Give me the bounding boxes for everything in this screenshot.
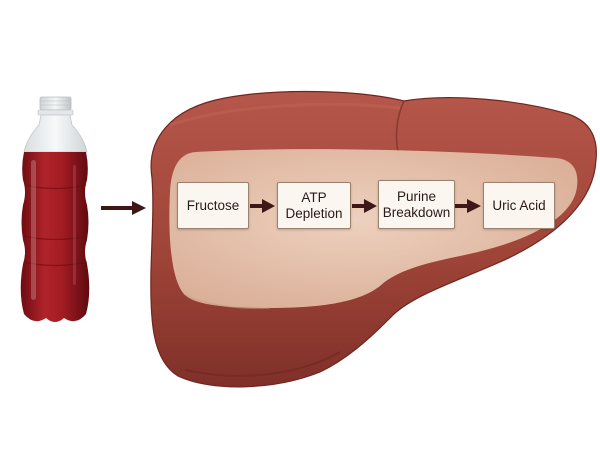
right-arrow-icon bbox=[101, 201, 146, 215]
step-label: Uric Acid bbox=[492, 197, 546, 213]
step-arrow-2 bbox=[352, 199, 377, 213]
step-arrow-3 bbox=[455, 199, 481, 213]
step-arrow-1 bbox=[250, 199, 275, 213]
soda-bottle-icon bbox=[20, 96, 90, 322]
step-label: Fructose bbox=[186, 197, 240, 213]
step-label: ATP Depletion bbox=[285, 189, 343, 221]
step-atp-depletion: ATP Depletion bbox=[277, 182, 351, 229]
liver-illustration bbox=[150, 90, 597, 388]
step-label: Purine Breakdown bbox=[382, 188, 451, 220]
step-fructose: Fructose bbox=[177, 182, 249, 229]
step-uric-acid: Uric Acid bbox=[483, 182, 555, 229]
step-purine-breakdown: Purine Breakdown bbox=[378, 180, 455, 229]
